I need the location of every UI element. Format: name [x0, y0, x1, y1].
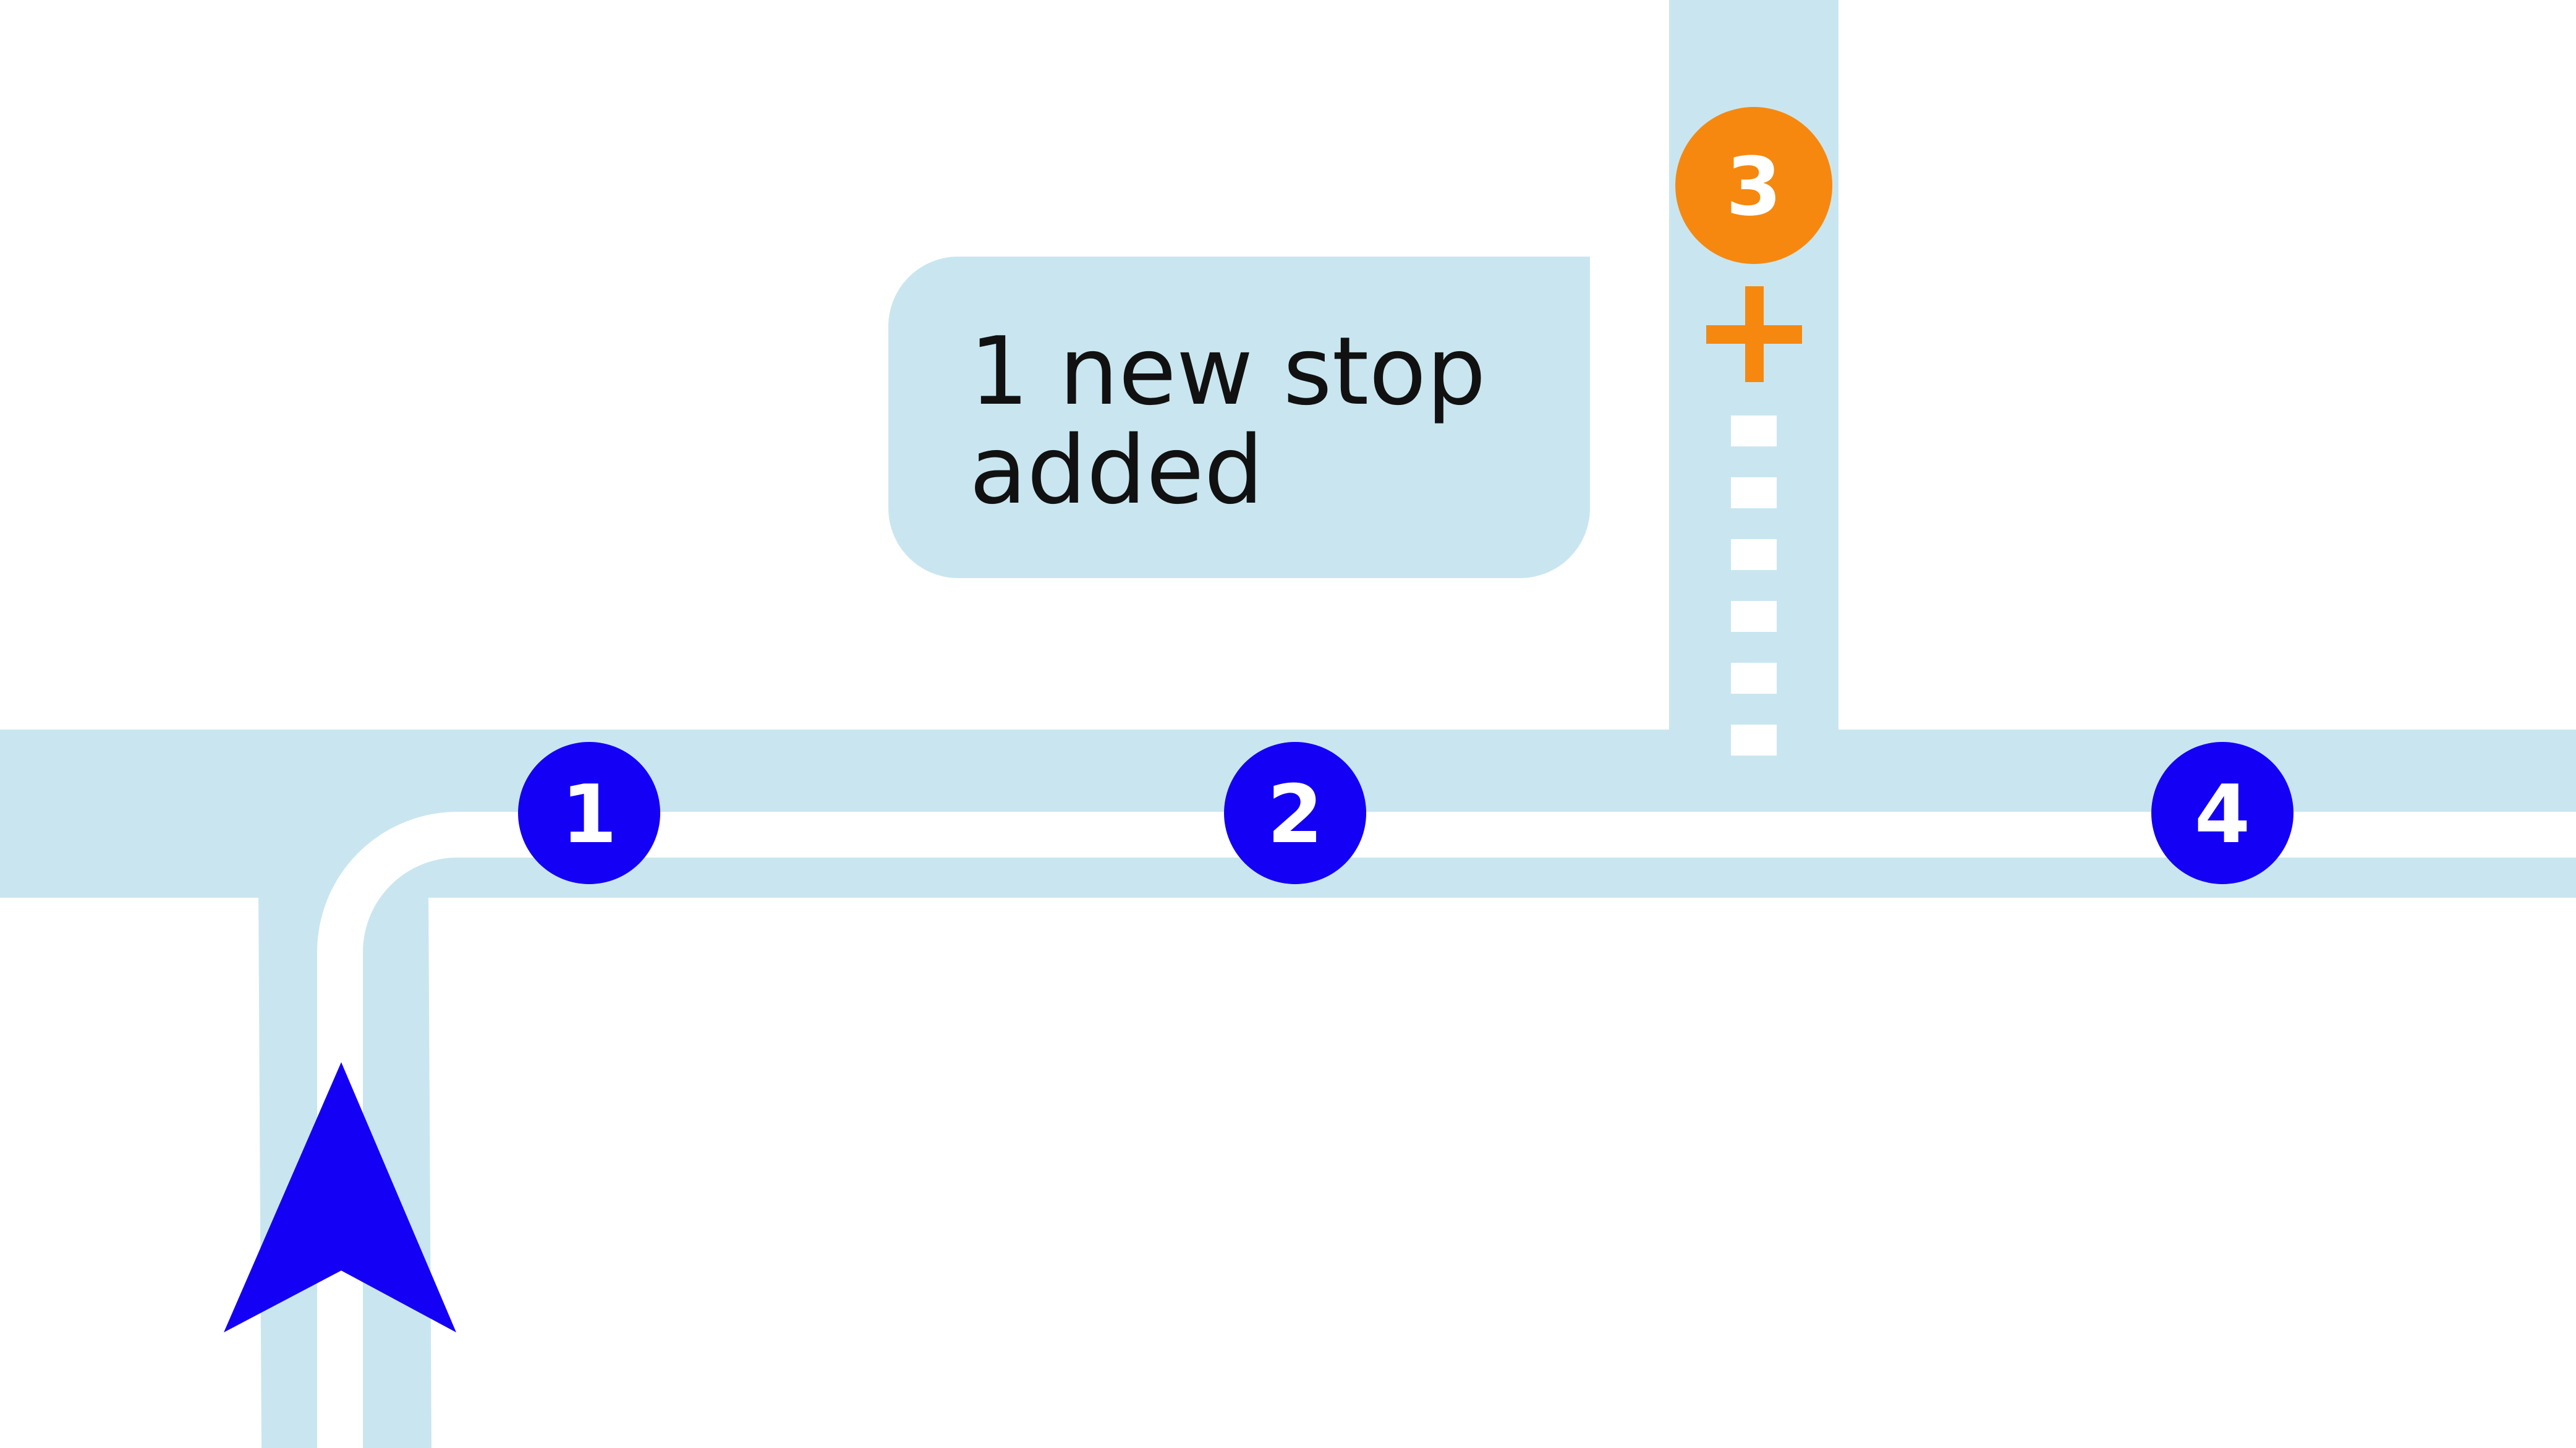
stop-label-3: 3	[1726, 140, 1782, 234]
stop-label-4: 4	[2195, 767, 2250, 861]
stop-marker-2[interactable]: 2	[1224, 742, 1366, 884]
stop-marker-4[interactable]: 4	[2151, 742, 2293, 884]
stop-marker-1[interactable]: 1	[518, 742, 660, 884]
new-stop-connector	[1731, 415, 1777, 756]
navigation-arrow-icon	[224, 1062, 456, 1332]
notice-line-1: 1 new stop	[969, 317, 1486, 426]
active-route-line	[317, 812, 2576, 1448]
new-stop-notice: 1 new stop added	[888, 257, 1590, 578]
stop-label-1: 1	[561, 767, 617, 861]
plus-icon	[1706, 286, 1802, 382]
notice-line-2: added	[969, 415, 1264, 525]
stop-marker-3-new[interactable]: 3	[1675, 107, 1832, 264]
stop-label-2: 2	[1267, 767, 1323, 861]
